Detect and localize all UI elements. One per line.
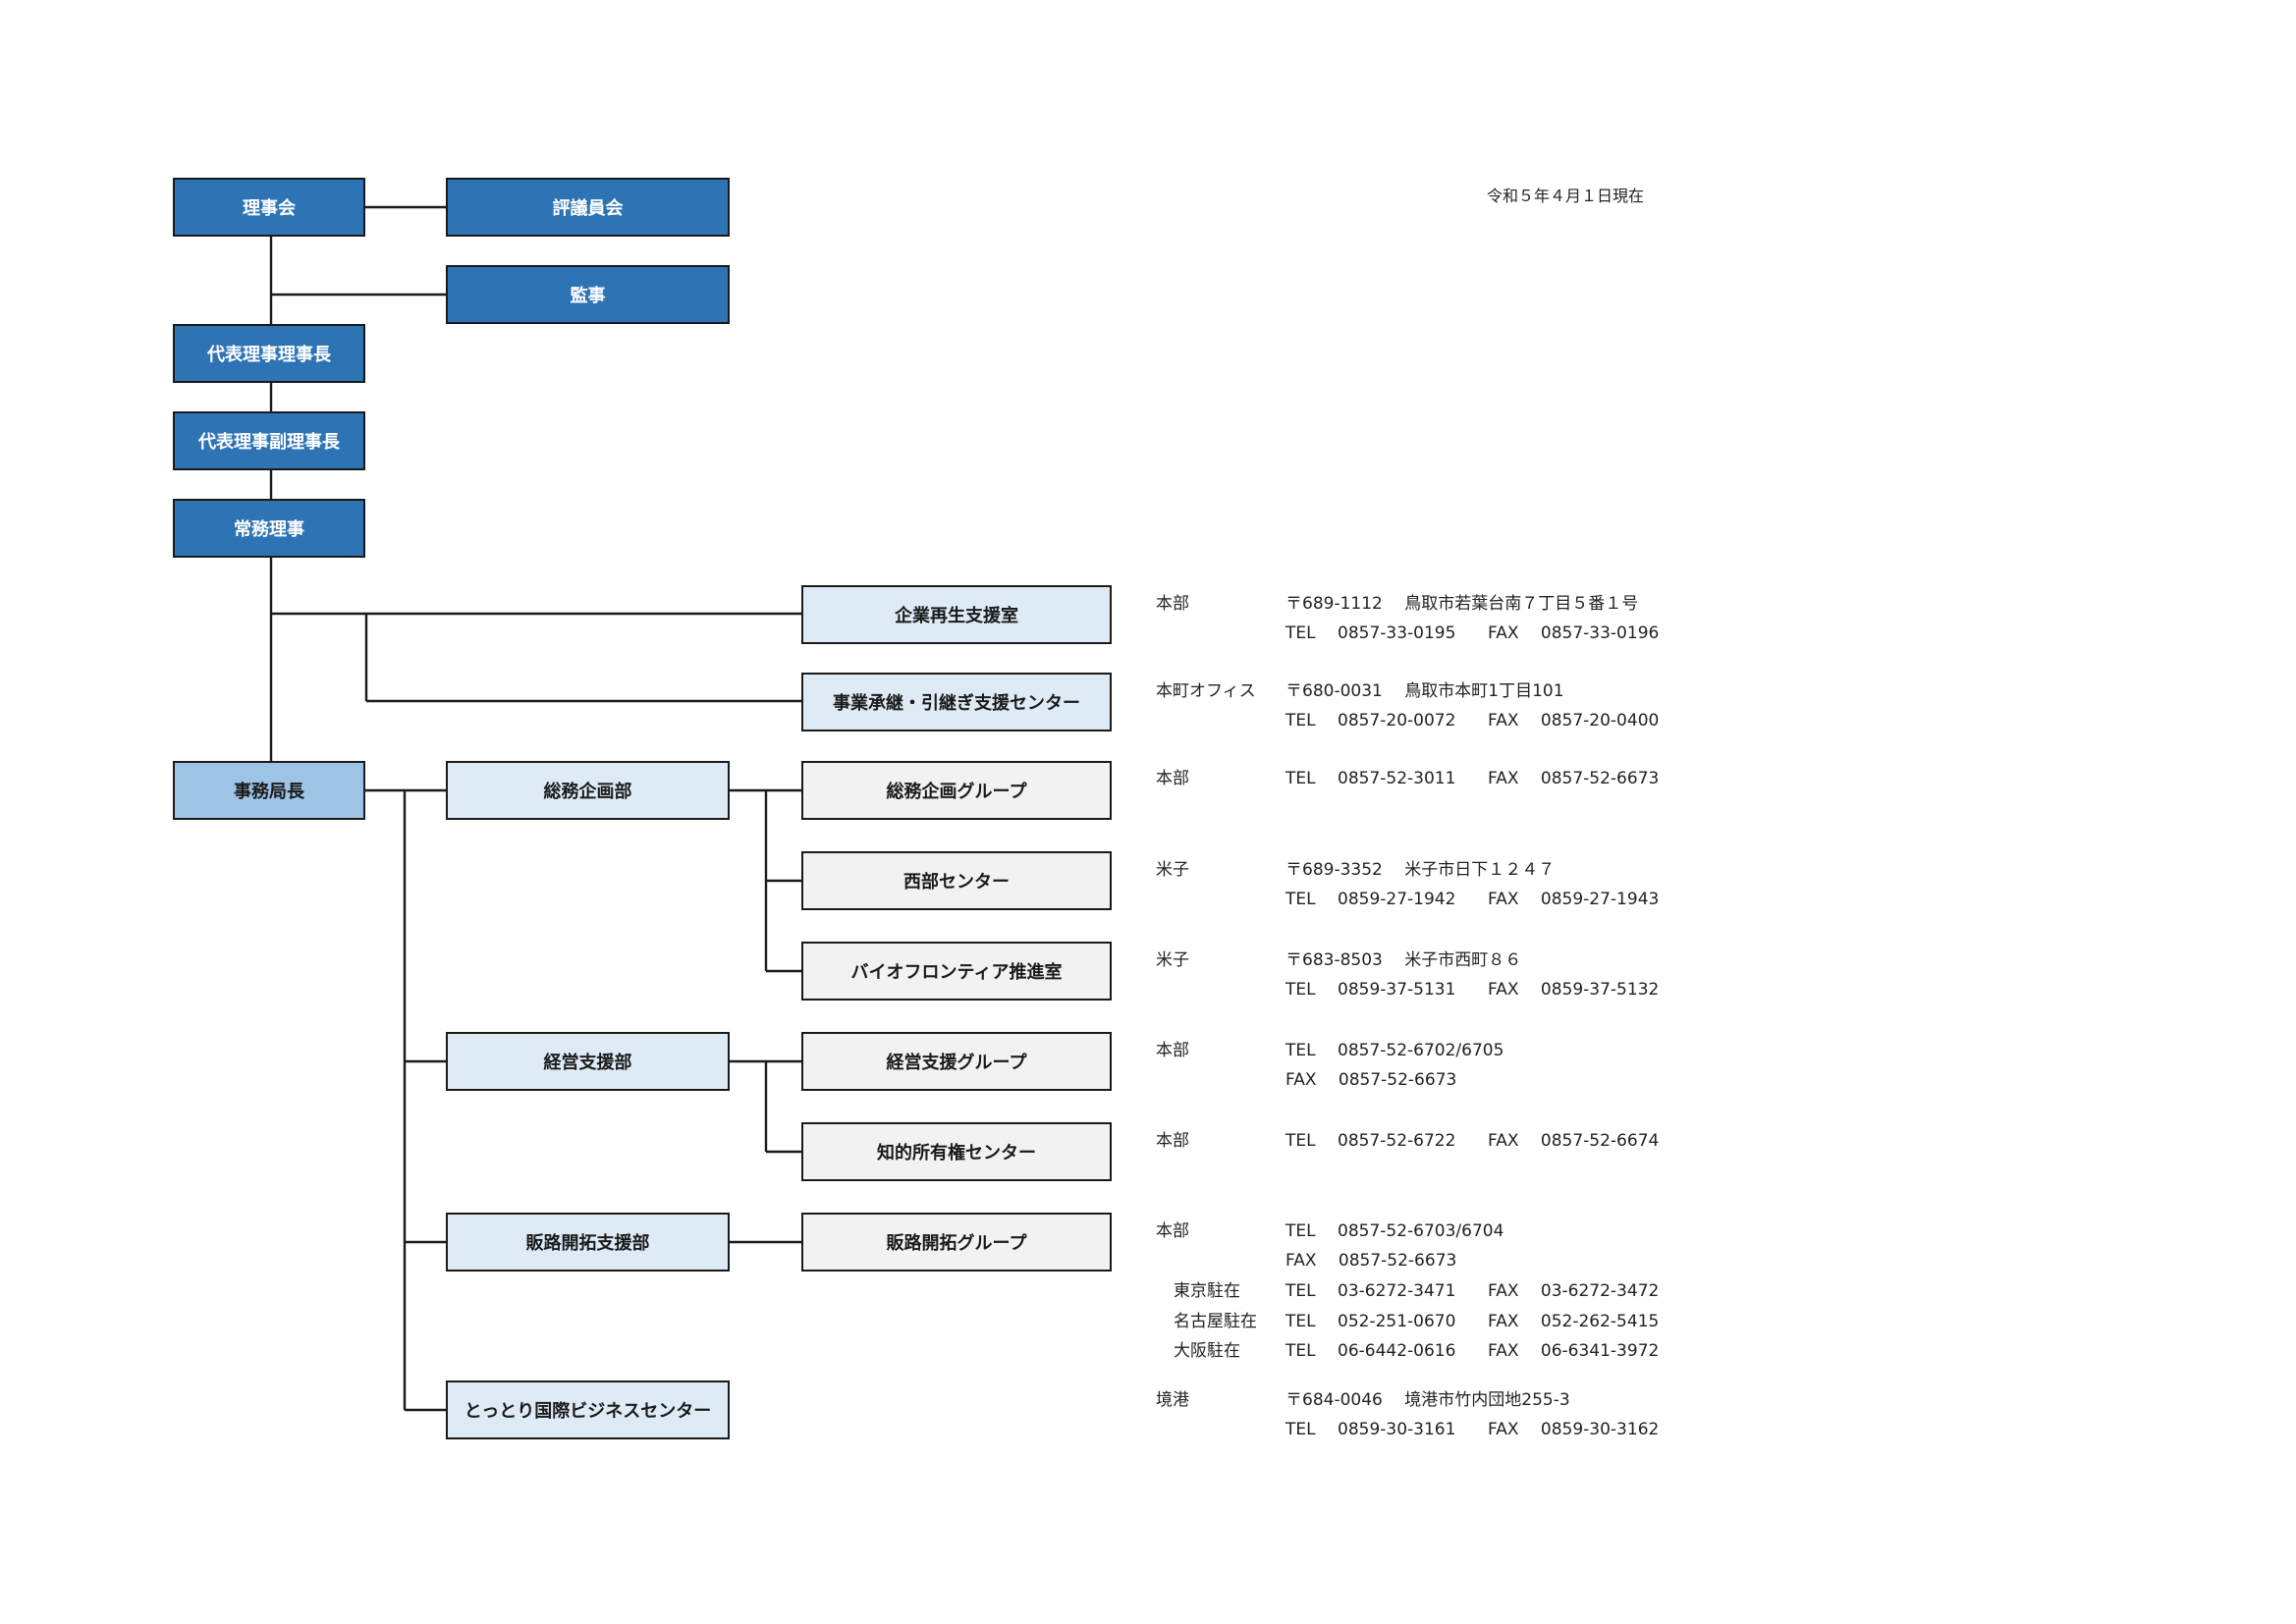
box-bio-frontier: バイオフロンティア推進室 (801, 942, 1112, 1001)
contact-location: 米子 (1156, 860, 1189, 880)
contact-location: 本町オフィス (1156, 681, 1256, 701)
box-jimukyokucho: 事務局長 (173, 761, 365, 820)
contact-location: 本部 (1156, 594, 1189, 614)
box-jomu-riji: 常務理事 (173, 499, 365, 558)
as-of-date: 令和５年４月１日現在 (1487, 187, 1645, 205)
contact-tel: TEL 052-251-0670 (1285, 1312, 1456, 1331)
box-tottori-intl: とっとり国際ビジネスセンター (446, 1380, 730, 1439)
box-fukurijicho: 代表理事副理事長 (173, 411, 365, 470)
box-seibu-center: 西部センター (801, 851, 1112, 910)
contact-location: 本部 (1156, 1131, 1189, 1151)
box-hanro-group: 販路開拓グループ (801, 1213, 1112, 1272)
contact-fax: FAX 06-6341-3972 (1488, 1341, 1660, 1361)
contact-fax: FAX 0857-52-6673 (1285, 1251, 1457, 1271)
contact-address: 〒684-0046 境港市竹内団地255-3 (1285, 1390, 1570, 1410)
contact-location: 本部 (1156, 1041, 1189, 1060)
contact-location: 本部 (1156, 769, 1189, 788)
contact-fax: FAX 0857-20-0400 (1488, 711, 1660, 731)
contact-fax: FAX 03-6272-3472 (1488, 1281, 1660, 1301)
contact-tel: TEL 06-6442-0616 (1285, 1341, 1456, 1361)
box-hanro-bu: 販路開拓支援部 (446, 1213, 730, 1272)
contact-tel: TEL 0857-52-6703/6704 (1285, 1221, 1504, 1241)
box-somu-kikaku-bu: 総務企画部 (446, 761, 730, 820)
contact-fax: FAX 0859-30-3162 (1488, 1420, 1660, 1439)
box-keiei-shien-bu: 経営支援部 (446, 1032, 730, 1091)
contact-tel: TEL 0859-27-1942 (1285, 890, 1456, 909)
contact-location: 本部 (1156, 1221, 1189, 1241)
contact-fax: FAX 052-262-5415 (1488, 1312, 1660, 1331)
box-hyogiinkai: 評議員会 (446, 178, 730, 237)
box-kigyo-saisei: 企業再生支援室 (801, 585, 1112, 644)
contact-fax: FAX 0859-27-1943 (1488, 890, 1660, 909)
box-jigyo-shokei: 事業承継・引継ぎ支援センター (801, 673, 1112, 731)
contact-address: 〒689-1112 鳥取市若葉台南７丁目５番１号 (1285, 594, 1639, 614)
contact-tel: TEL 03-6272-3471 (1285, 1281, 1456, 1301)
contact-address: 〒680-0031 鳥取市本町1丁目101 (1285, 681, 1564, 701)
box-rijicho: 代表理事理事長 (173, 324, 365, 383)
contact-fax: FAX 0857-52-6673 (1285, 1070, 1457, 1090)
contact-tel: TEL 0857-20-0072 (1285, 711, 1456, 731)
contact-tel: TEL 0857-52-6702/6705 (1285, 1041, 1504, 1060)
contact-location: 名古屋駐在 (1174, 1312, 1257, 1331)
contact-location: 東京駐在 (1174, 1281, 1240, 1301)
contact-tel: TEL 0859-37-5131 (1285, 980, 1456, 1000)
box-chiteki-center: 知的所有権センター (801, 1122, 1112, 1181)
box-rijikai: 理事会 (173, 178, 365, 237)
contact-fax: FAX 0857-33-0196 (1488, 623, 1660, 643)
box-keiei-shien-group: 経営支援グループ (801, 1032, 1112, 1091)
contact-tel: TEL 0857-52-3011 (1285, 769, 1456, 788)
contact-fax: FAX 0859-37-5132 (1488, 980, 1660, 1000)
box-somu-kikaku-group: 総務企画グループ (801, 761, 1112, 820)
contact-location: 米子 (1156, 950, 1189, 970)
contact-location: 境港 (1156, 1390, 1189, 1410)
contact-tel: TEL 0859-30-3161 (1285, 1420, 1456, 1439)
box-kanji: 監事 (446, 265, 730, 324)
contact-address: 〒683-8503 米子市西町８６ (1285, 950, 1522, 970)
contact-address: 〒689-3352 米子市日下１２４７ (1285, 860, 1556, 880)
contact-fax: FAX 0857-52-6674 (1488, 1131, 1660, 1151)
contact-fax: FAX 0857-52-6673 (1488, 769, 1660, 788)
contact-location: 大阪駐在 (1174, 1341, 1240, 1361)
contact-tel: TEL 0857-33-0195 (1285, 623, 1456, 643)
contact-tel: TEL 0857-52-6722 (1285, 1131, 1456, 1151)
